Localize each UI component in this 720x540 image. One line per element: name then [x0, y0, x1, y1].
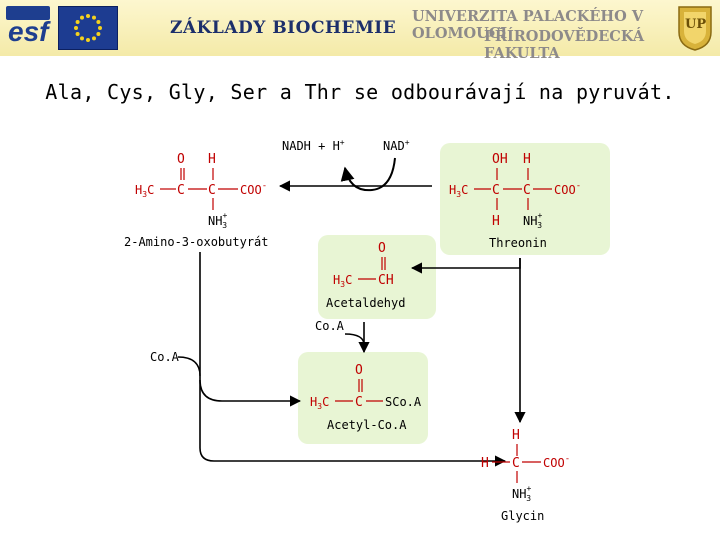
eu-stars-icon: [74, 14, 102, 42]
ald-ch: CH: [378, 273, 394, 288]
aob-c2: C: [208, 183, 216, 198]
gly-h-left: H: [481, 456, 489, 471]
glycine-structure: H H C COO- NH+3: [481, 428, 570, 503]
coa-upper-label: Co.A: [315, 319, 345, 333]
acetyl-coa-structure: O H3C C SCo.A: [310, 363, 422, 411]
thr-oh: OH: [492, 152, 508, 167]
aob-c1: C: [177, 183, 185, 198]
thr-c1: C: [492, 183, 500, 198]
course-title: ZÁKLADY BIOCHEMIE: [170, 18, 397, 38]
acetaldehyde-label: Acetaldehyd: [326, 296, 405, 310]
slide-title: Ala, Cys, Gly, Ser a Thr se odbourávají …: [45, 80, 675, 104]
aob-h: H: [208, 152, 216, 167]
university-crest: UP: [676, 4, 714, 52]
threonine-box: [440, 143, 610, 255]
ald-h3c: H3C: [333, 273, 352, 289]
nad-to-nadh-arc: [340, 157, 396, 192]
coa-left-label: Co.A: [150, 350, 180, 364]
thr-nh3: NH+3: [523, 211, 542, 230]
crest-letters: UP: [685, 17, 707, 32]
ald-o: O: [378, 241, 386, 256]
amino-oxobutyrate-structure: O H H3C C C COO- NH+3: [135, 152, 267, 230]
eu-flag: [58, 6, 118, 50]
amino-oxobutyrate-label: 2-Amino-3-oxobutyrát: [124, 235, 269, 249]
esf-logo-text: esf: [8, 16, 49, 47]
crest-icon: [678, 6, 712, 51]
thr-h3c: H3C: [449, 183, 468, 199]
gly-coo: COO-: [543, 454, 570, 470]
threonine-structure: OH H H3C C C COO- H NH+3: [449, 152, 581, 230]
to-acetylcoa-branch: [199, 379, 302, 407]
gly-h-top: H: [512, 428, 520, 443]
aob-nh3: NH+3: [208, 211, 227, 230]
acoa-o: O: [355, 363, 363, 378]
gly-c: C: [512, 456, 520, 471]
esf-logo-mark: [6, 6, 50, 20]
aob-h3c: H3C: [135, 183, 154, 199]
header-banner: esf ZÁKLADY BIOCHEMIE UNIVERZITA PALACKÉ…: [0, 0, 720, 62]
aob-coo: COO-: [240, 181, 267, 197]
acetyl-coa-label: Acetyl-Co.A: [327, 418, 407, 432]
acoa-c: C: [355, 395, 363, 410]
nadh-label: NADH + H+: [282, 138, 345, 153]
university-name: UNIVERZITA PALACKÉHO V OLOMOUCI: [412, 8, 644, 42]
acetaldehyde-structure: O H3C CH: [333, 241, 394, 289]
aminooxobutyrate-to-glycine-path: [199, 252, 507, 467]
acoa-scoa: SCo.A: [385, 395, 422, 409]
nad-label: NAD+: [383, 138, 410, 153]
acetyl-coa-box: [298, 352, 428, 444]
acoa-h3c: H3C: [310, 395, 329, 411]
threonine-label: Threonin: [489, 236, 547, 250]
esf-logo: esf: [6, 6, 50, 48]
coa-left-input-arc: [177, 356, 201, 377]
thr-h-bottom: H: [492, 214, 500, 229]
coa-upper-input-arc: [344, 333, 365, 346]
acetaldehyde-box: [318, 235, 436, 319]
glycine-label: Glycin: [501, 509, 544, 523]
thr-coo: COO-: [554, 181, 581, 197]
thr-c2: C: [523, 183, 531, 198]
thr-h-top: H: [523, 152, 531, 167]
aob-o: O: [177, 152, 185, 167]
gly-nh3: NH+3: [512, 484, 531, 503]
faculty-name: PŘÍRODOVĚDECKÁ FAKULTA: [484, 28, 645, 62]
